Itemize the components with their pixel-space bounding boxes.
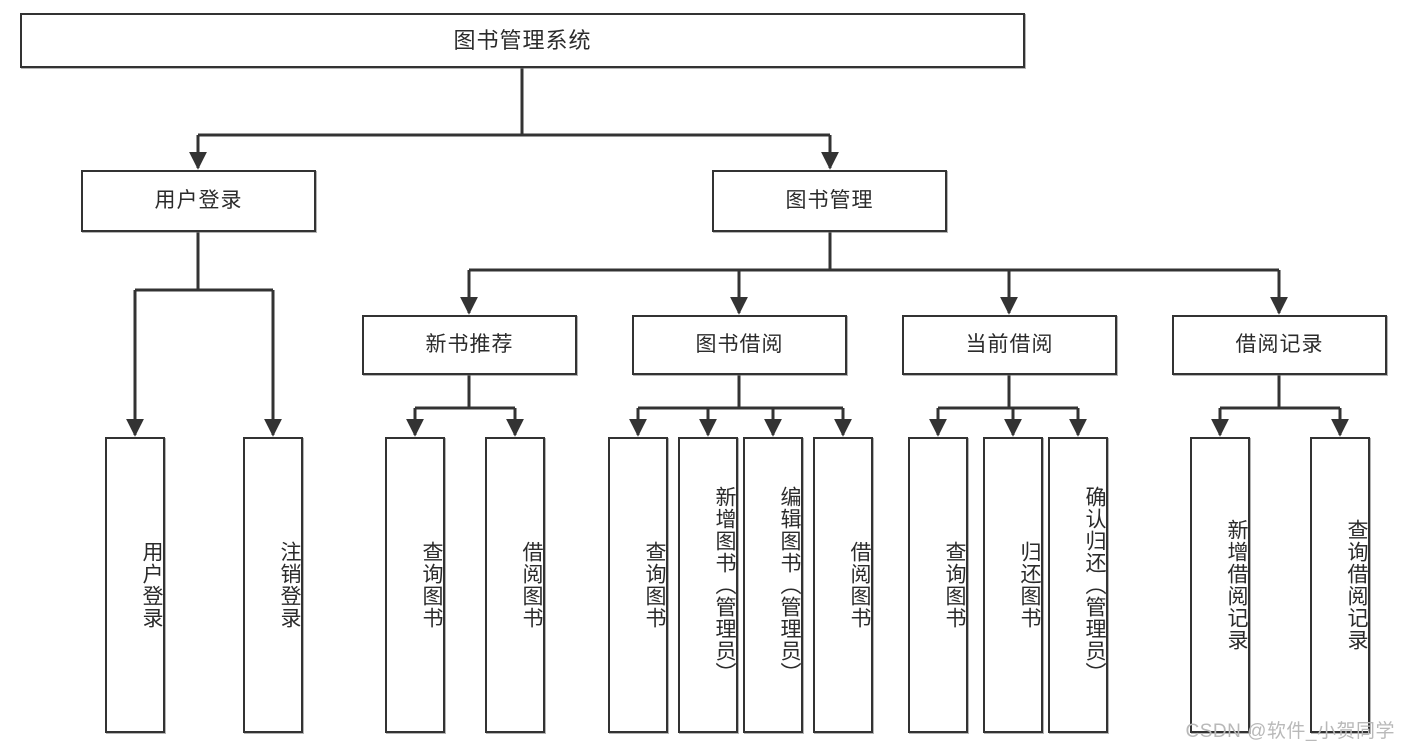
- leaf-add-book-admin[interactable]: 新增图书（管理员）: [678, 437, 738, 733]
- leaf-confirm-return-admin[interactable]: 确认归还（管理员）: [1048, 437, 1108, 733]
- leaf-add-borrow-record[interactable]: 新增借阅记录: [1190, 437, 1250, 733]
- leaf-logout-login[interactable]: 注销登录: [243, 437, 303, 733]
- watermark: CSDN @软件_小贺同学: [1185, 721, 1395, 742]
- node-user-login[interactable]: 用户登录: [81, 170, 316, 232]
- leaf-query-borrow-record[interactable]: 查询借阅记录: [1310, 437, 1370, 733]
- leaf-user-login[interactable]: 用户登录: [105, 437, 165, 733]
- leaf-borrow-books-new[interactable]: 借阅图书: [485, 437, 545, 733]
- node-current-borrow[interactable]: 当前借阅: [902, 315, 1117, 375]
- leaf-edit-book-admin[interactable]: 编辑图书（管理员）: [743, 437, 803, 733]
- node-root[interactable]: 图书管理系统: [20, 13, 1025, 68]
- leaf-query-books-current[interactable]: 查询图书: [908, 437, 968, 733]
- leaf-query-books-new[interactable]: 查询图书: [385, 437, 445, 733]
- leaf-return-books[interactable]: 归还图书: [983, 437, 1043, 733]
- node-book-borrow[interactable]: 图书借阅: [632, 315, 847, 375]
- node-book-management[interactable]: 图书管理: [712, 170, 947, 232]
- leaf-borrow-books[interactable]: 借阅图书: [813, 437, 873, 733]
- node-borrow-records[interactable]: 借阅记录: [1172, 315, 1387, 375]
- node-new-book-recommend[interactable]: 新书推荐: [362, 315, 577, 375]
- leaf-query-books-borrow[interactable]: 查询图书: [608, 437, 668, 733]
